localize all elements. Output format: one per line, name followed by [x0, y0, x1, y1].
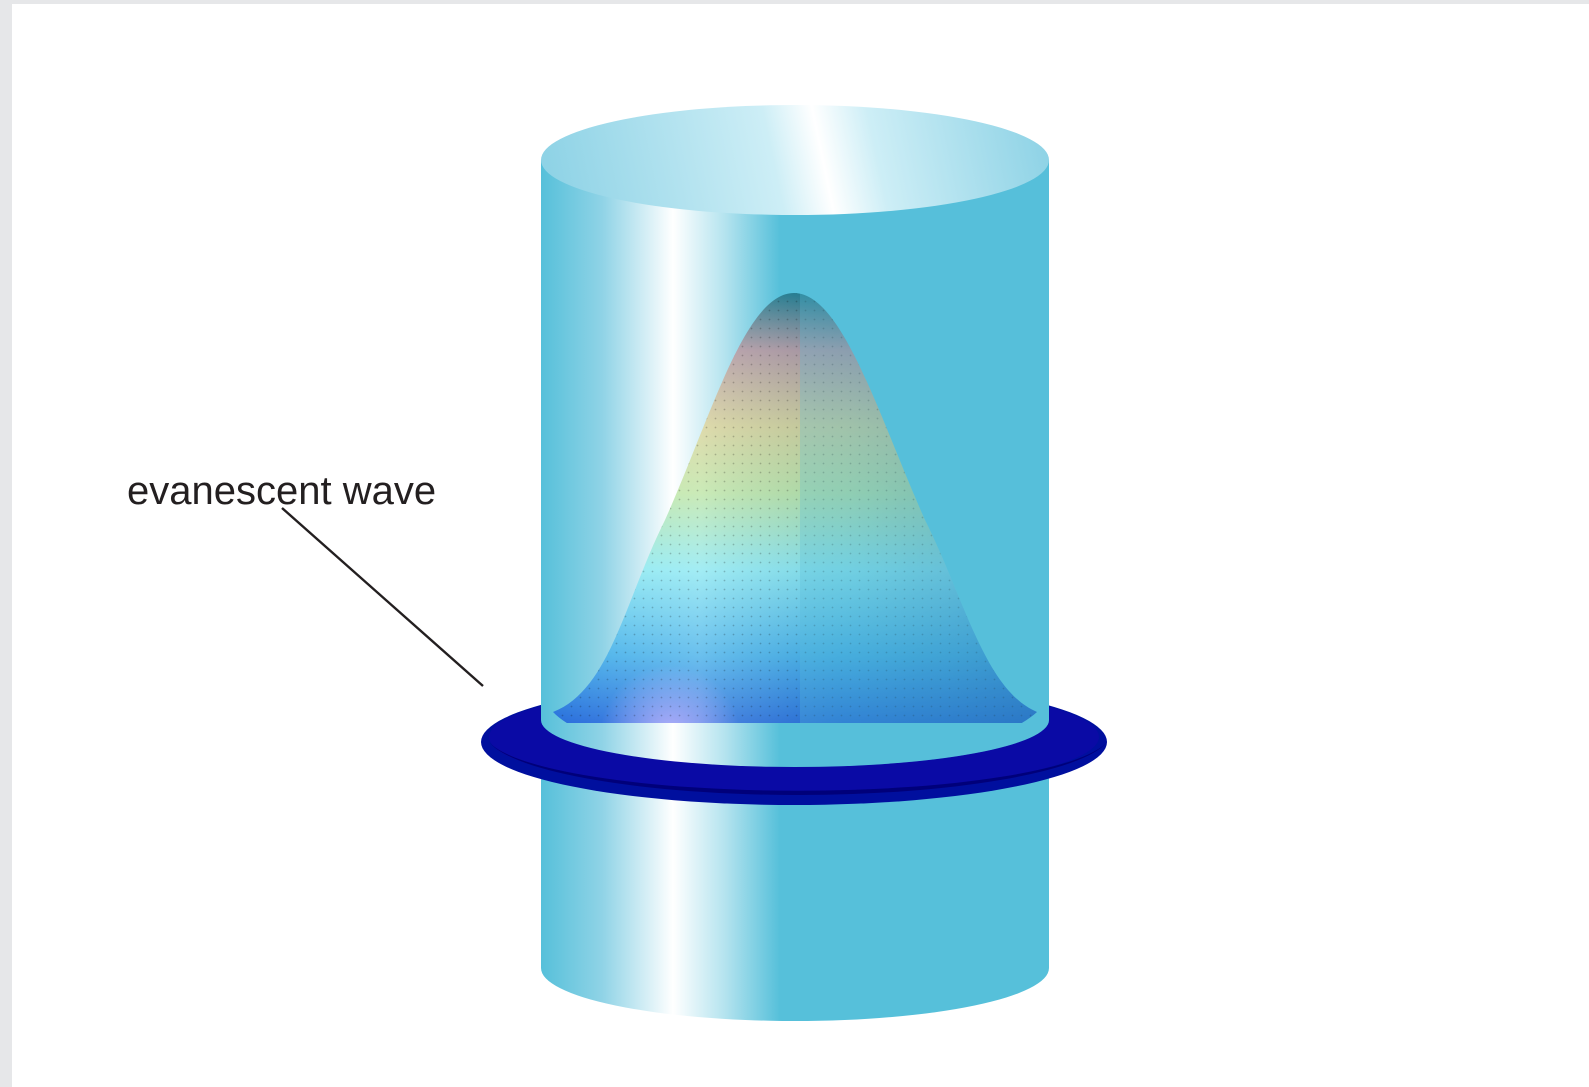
fiber-top-cap [541, 105, 1049, 215]
fiber-lower-section [541, 760, 1049, 1021]
fiber-glass-overlay [800, 160, 1049, 767]
gaussian-mode-surface [553, 293, 1037, 723]
label-leader-line [281, 507, 484, 687]
evanescent-wave-label: evanescent wave [127, 469, 436, 513]
